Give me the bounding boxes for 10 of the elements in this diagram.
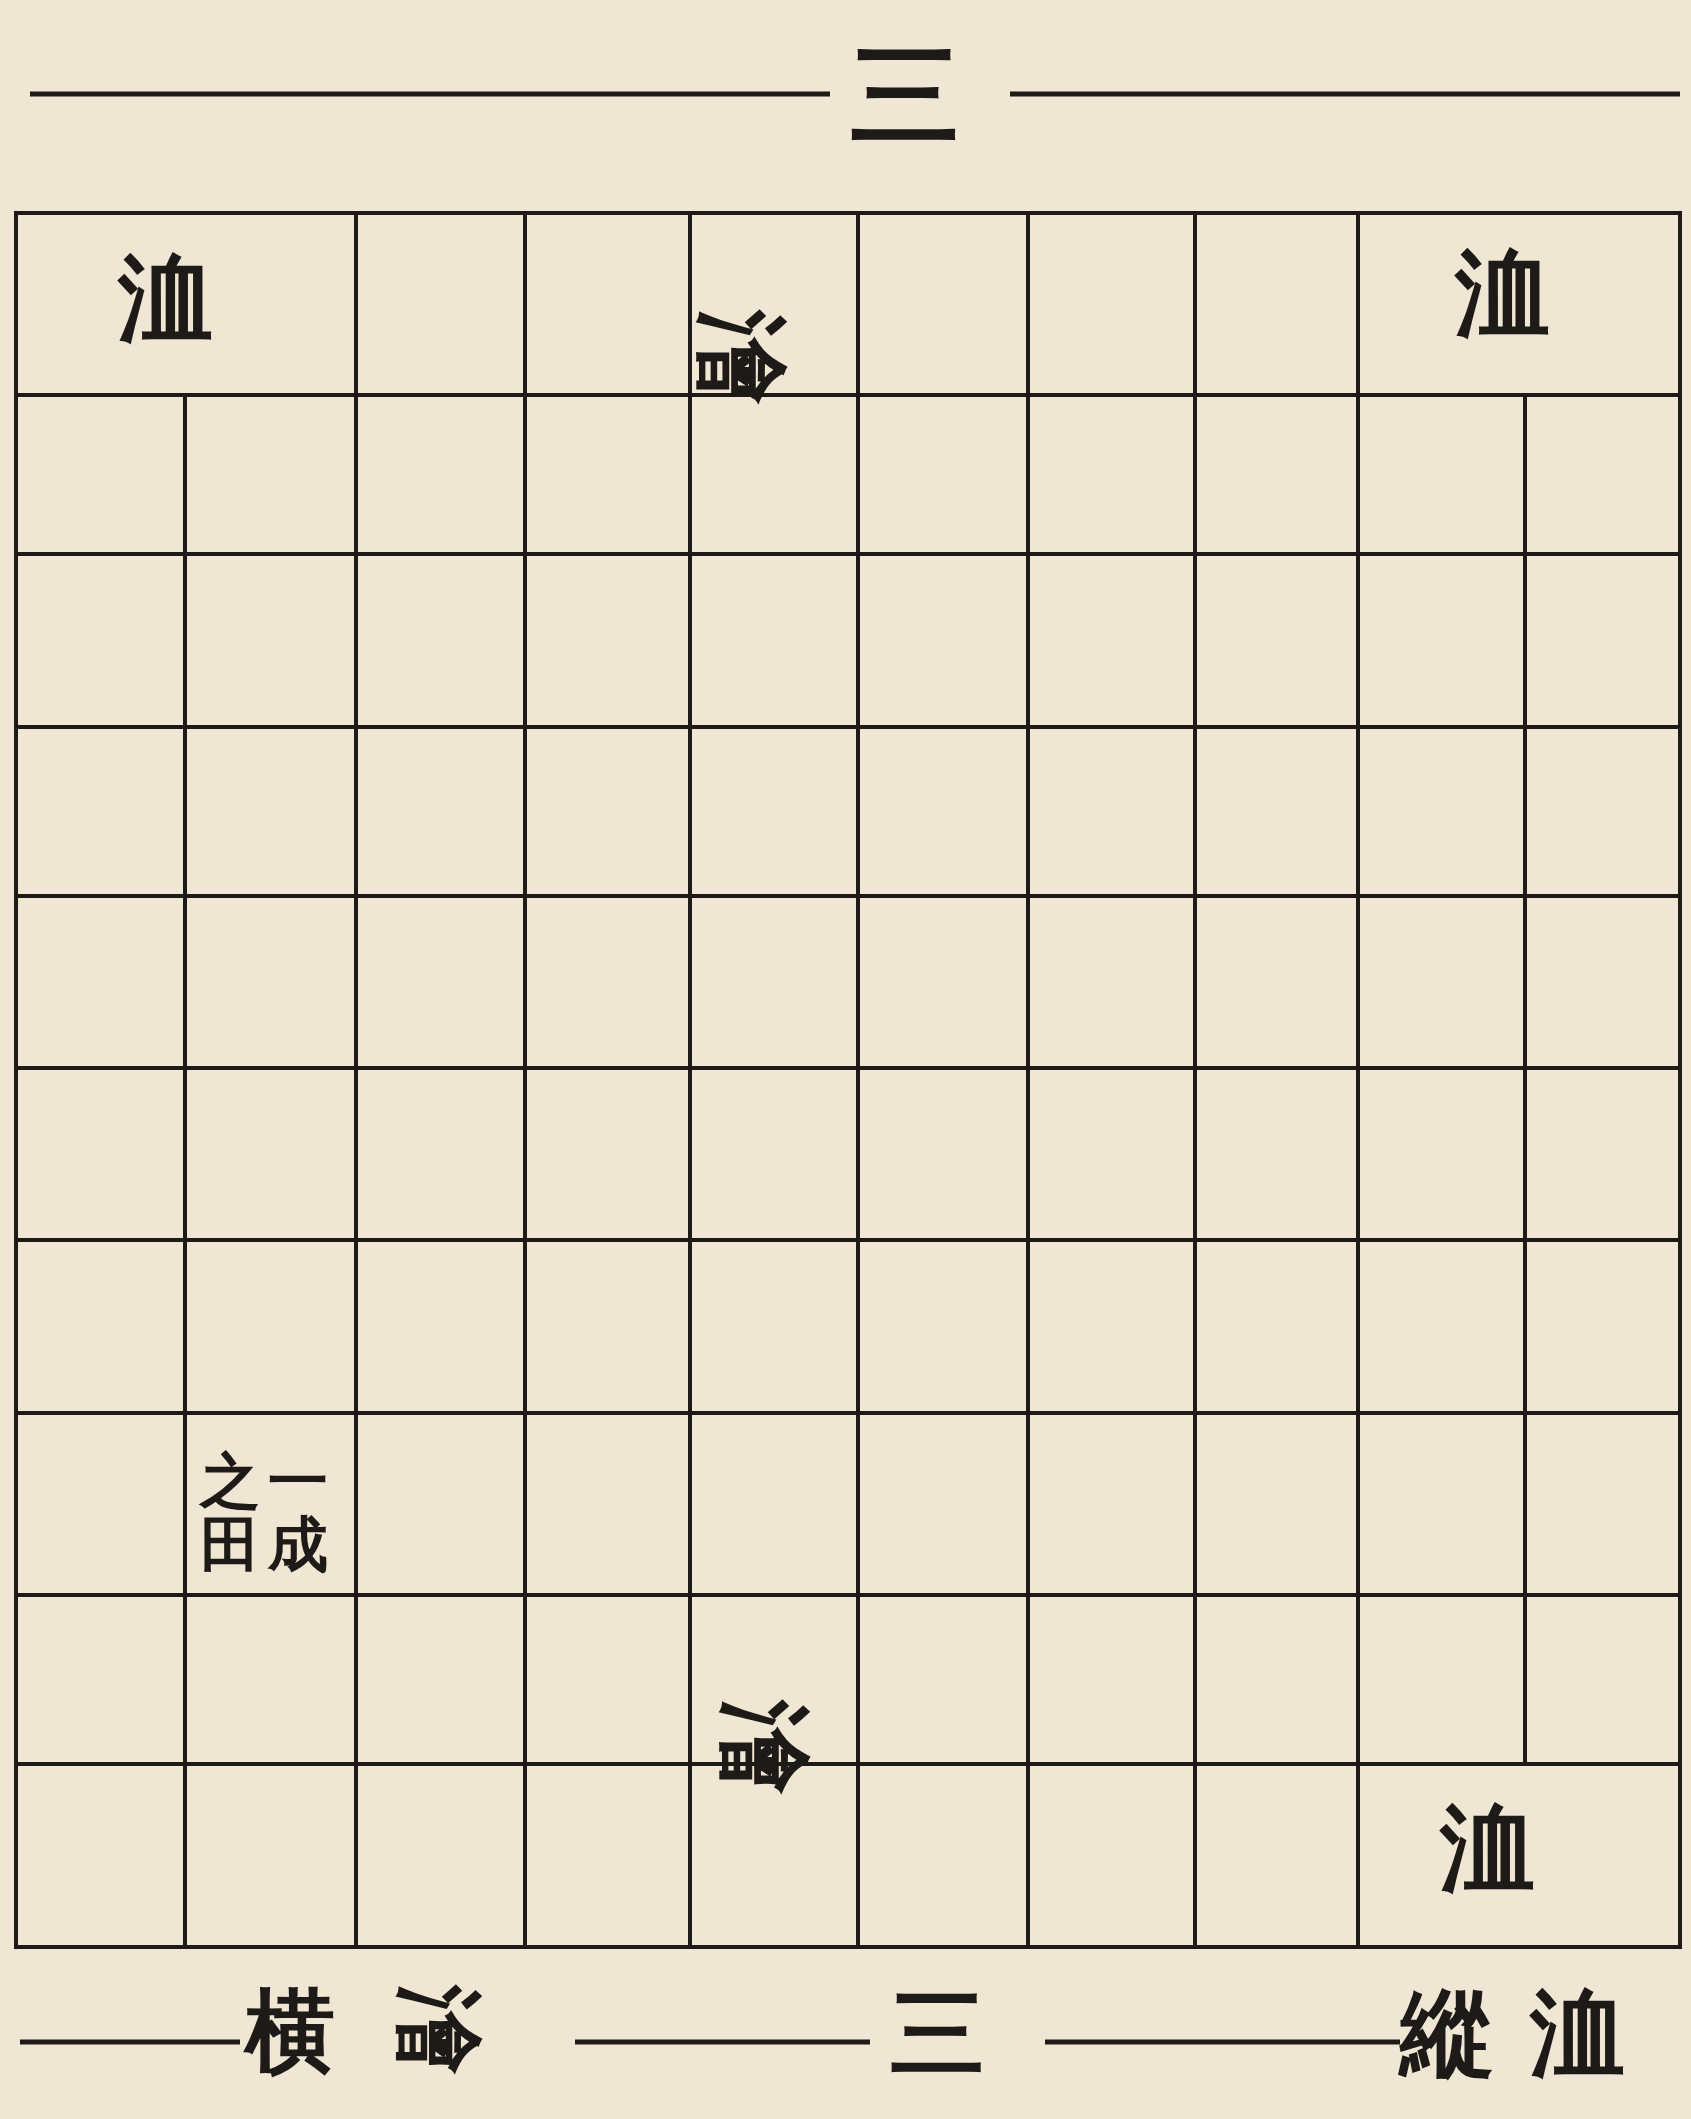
printed-character: 三: [850, 40, 960, 150]
printed-character: 洫: [1530, 1985, 1625, 2080]
printed-character: 三: [890, 1985, 985, 2080]
printed-character: 澮: [695, 310, 790, 405]
printed-character: 一成之田: [200, 1450, 328, 1576]
printed-character: 洫: [1440, 1800, 1535, 1895]
printed-character: 縱: [1400, 1985, 1495, 2080]
printed-character: 澮: [395, 1985, 485, 2075]
printed-character: 洫: [1455, 245, 1550, 340]
printed-character: 洫: [118, 250, 213, 345]
